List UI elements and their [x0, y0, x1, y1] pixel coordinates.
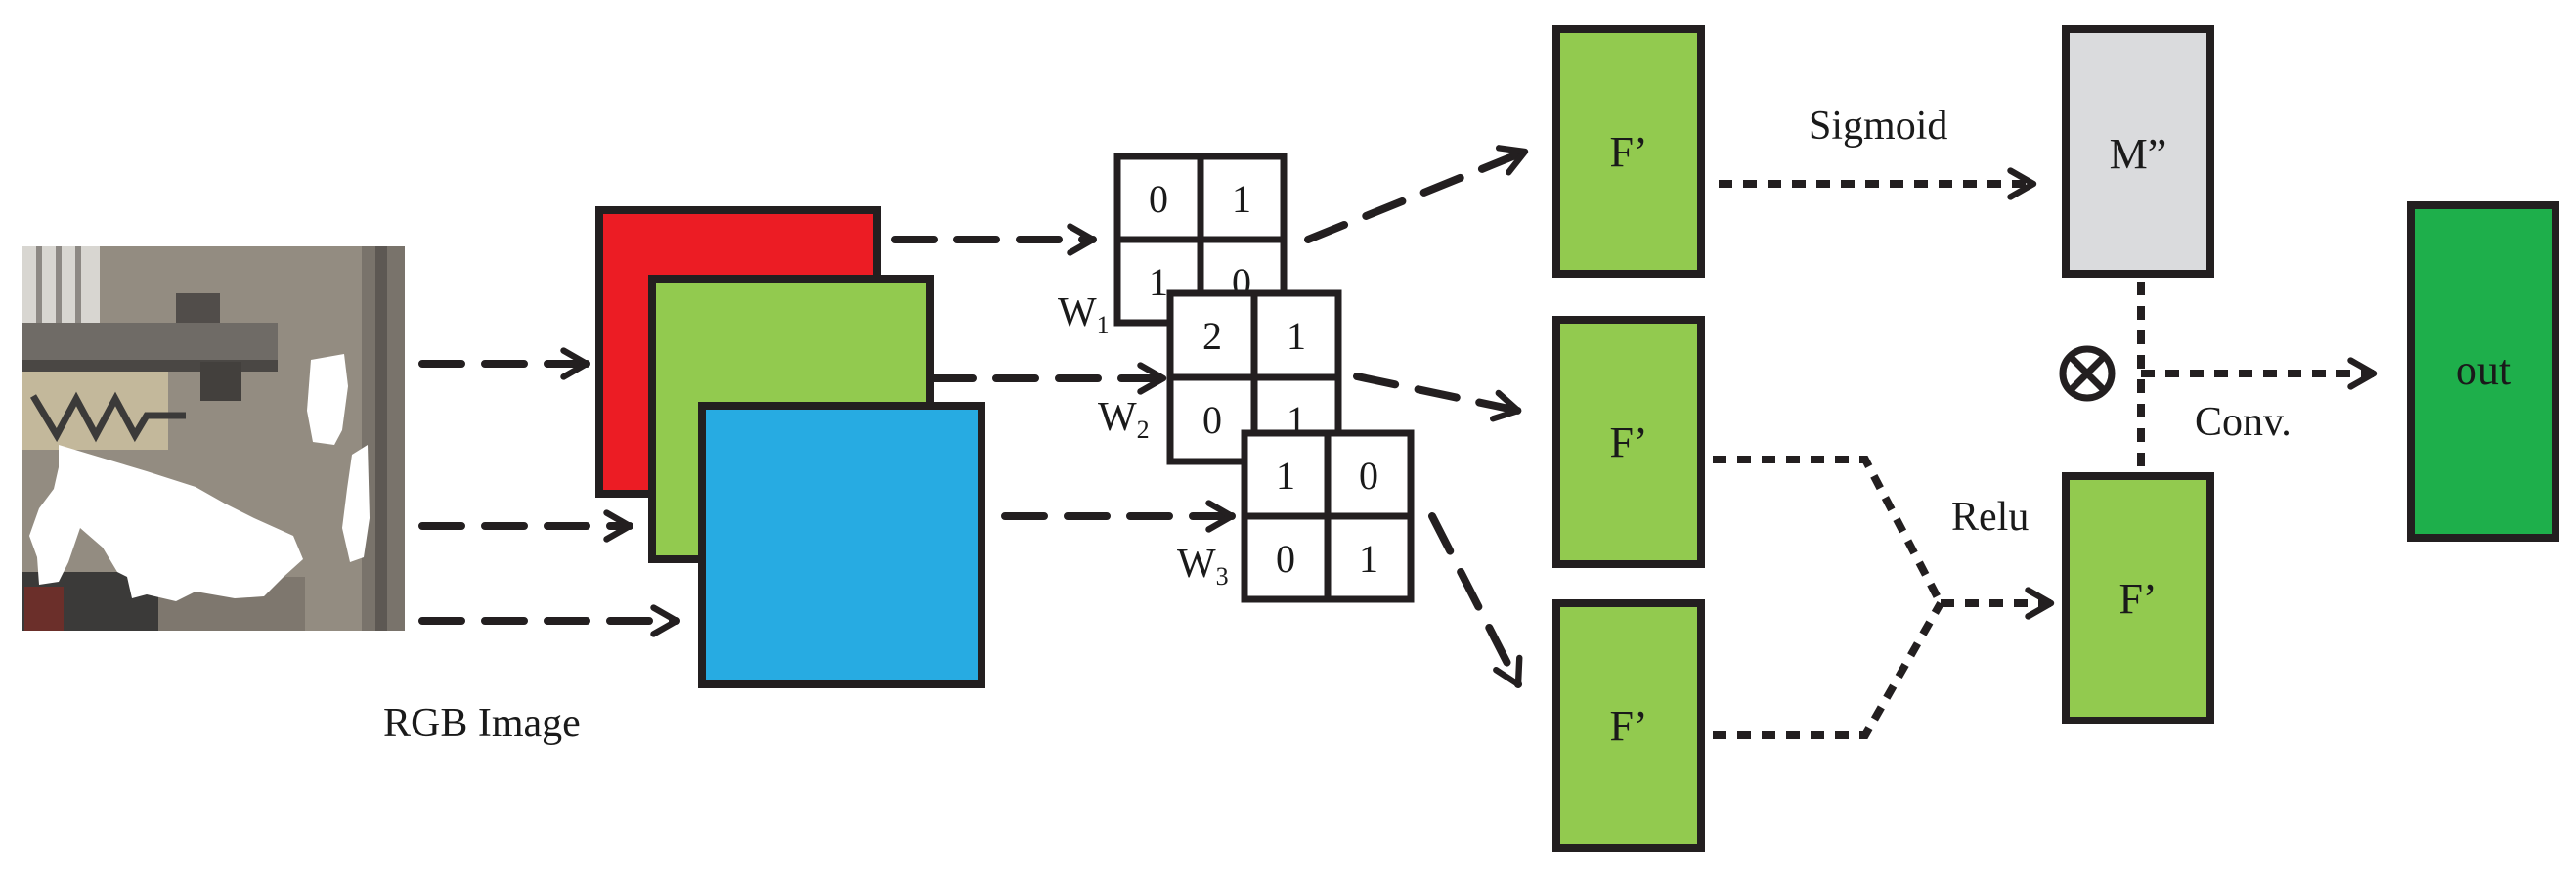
input-image	[22, 246, 405, 631]
kernel-w2-cell: 0	[1202, 398, 1222, 442]
kernel-w3-cell: 1	[1359, 537, 1378, 581]
relu-feature-label: F’	[2118, 575, 2157, 623]
kernel-w1-cell: 0	[1149, 177, 1168, 221]
input-image-caption: RGB Image	[383, 701, 581, 746]
kernel-w1-cell: 1	[1232, 177, 1251, 221]
feature-map-2: F’	[1552, 316, 1705, 568]
feature-map-3: F’	[1552, 599, 1705, 852]
inpainting-hole	[29, 445, 303, 601]
kernel-w3-label: W3	[1177, 542, 1229, 591]
multiply-icon	[2059, 345, 2116, 402]
kernel-w3-cell: 1	[1276, 454, 1295, 498]
feature-map-label: F’	[1609, 418, 1647, 466]
feature-map-1: F’	[1552, 25, 1705, 278]
mask-map: M”	[2062, 25, 2214, 278]
arrow-w1-to-feature-1	[1304, 145, 1529, 243]
feature-map-label: F’	[1609, 702, 1647, 750]
relu-feature-map: F’	[2062, 472, 2214, 724]
relu-branch-top	[1713, 456, 1944, 605]
kernel-w2-cell: 2	[1202, 314, 1222, 358]
arrow-w3-to-feature-3	[1428, 512, 1523, 688]
kernel-w2-label: W2	[1098, 395, 1150, 444]
relu-branch-bottom	[1713, 601, 1944, 739]
kernel-w3-cell: 0	[1359, 454, 1378, 498]
mask-label: M”	[2110, 130, 2167, 178]
kernel-w1-cell: 1	[1149, 260, 1168, 304]
kernel-w3: 1 0 0 1	[1241, 429, 1415, 603]
feature-map-label: F’	[1609, 128, 1647, 176]
conv-label: Conv.	[2195, 400, 2292, 445]
output-label: out	[2456, 346, 2511, 394]
output-map: out	[2407, 201, 2559, 542]
arrow-w2-to-feature-2	[1353, 373, 1522, 422]
channel-blue	[698, 402, 985, 688]
sigmoid-label: Sigmoid	[1809, 104, 1947, 149]
kernel-w1-label: W1	[1058, 290, 1110, 339]
kernel-w2-cell: 1	[1287, 314, 1306, 358]
kernel-w3-cell: 0	[1276, 537, 1295, 581]
relu-label: Relu	[1951, 495, 2029, 540]
